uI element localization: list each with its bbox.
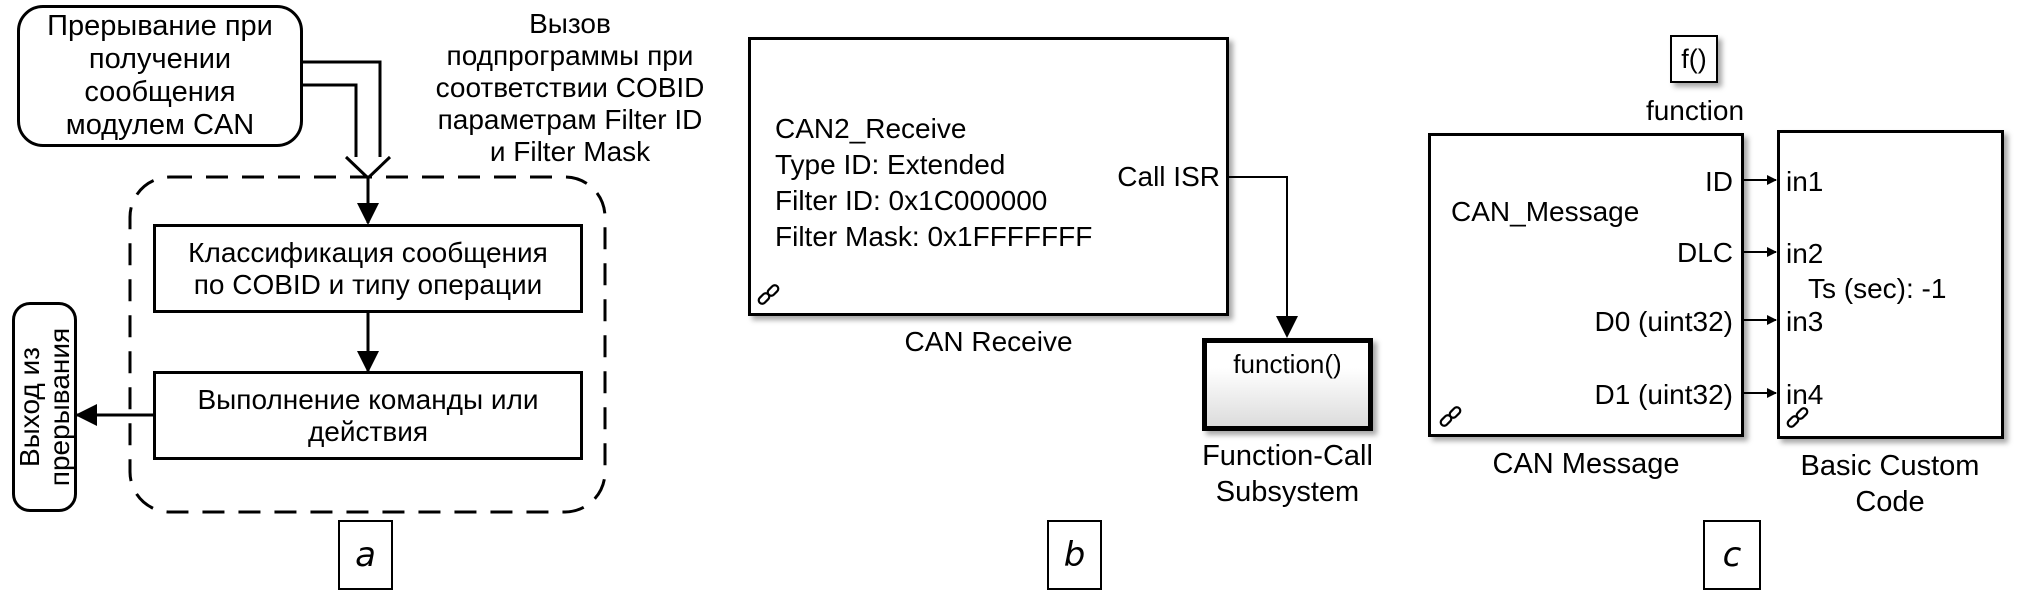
function-inner-text: f() xyxy=(1681,43,1707,74)
port-d0: D0 (uint32) xyxy=(1594,306,1733,337)
port-in1: in1 xyxy=(1786,166,1824,197)
block-text-name: CAN2_Receive xyxy=(775,113,967,144)
library-link-icon xyxy=(1439,406,1462,427)
can-receive-block[interactable]: CAN2_Receive Type ID: Extended Filter ID… xyxy=(748,37,1229,316)
function-call-subsystem-block[interactable]: function() xyxy=(1202,338,1373,431)
block-text-filter-id: Filter ID: 0x1C000000 xyxy=(775,185,1048,216)
call-note: Вызов подпрограммы при соответствии COBI… xyxy=(395,8,745,168)
basic-custom-code-block[interactable]: in1 in2 in3 in4 Ts (sec): -1 xyxy=(1777,130,2004,439)
panel-label-c: c xyxy=(1703,520,1761,590)
hollow-call-arrow xyxy=(302,60,392,181)
call-note-line-1: Вызов xyxy=(529,8,611,39)
port-id: ID xyxy=(1705,166,1733,197)
port-d1: D1 (uint32) xyxy=(1594,379,1733,410)
interrupt-handler-group xyxy=(128,175,607,514)
can-message-label: CAN Message xyxy=(1492,448,1680,480)
call-note-line-5: и Filter Mask xyxy=(489,136,651,167)
basic-custom-code-label: Basic Custom Code xyxy=(1760,448,2020,520)
can-receive-label: CAN Receive xyxy=(904,326,1073,357)
function-call-inner-text: function() xyxy=(1233,349,1342,379)
library-link-icon xyxy=(1786,407,1809,428)
classify-line-2: по COBID и типу операции xyxy=(193,268,543,300)
execute-line-1: Выполнение команды или xyxy=(197,383,539,415)
custom-code-label-line-1: Basic Custom xyxy=(1800,450,1980,482)
port-in3: in3 xyxy=(1786,306,1824,337)
call-note-line-4: параметрам Filter ID xyxy=(437,104,703,135)
sample-time-param: Ts (sec): -1 xyxy=(1808,273,1947,304)
interrupt-line-2: получении xyxy=(88,43,232,75)
port-dlc: DLC xyxy=(1676,237,1733,268)
call-note-line-3: соответствии COBID xyxy=(435,72,705,103)
port-in2: in2 xyxy=(1786,238,1824,269)
function-call-label-line-2: Subsystem xyxy=(1215,476,1360,508)
execute-line-2: действия xyxy=(307,415,429,447)
exit-line-2: прерывания xyxy=(43,327,75,487)
port-call-isr: Call ISR xyxy=(1117,161,1220,192)
interrupt-line-3: сообщения xyxy=(84,76,236,108)
panel-label-b: b xyxy=(1047,520,1102,590)
exit-box: Выход из прерывания xyxy=(12,302,77,512)
function-label: function xyxy=(1645,95,1745,126)
function-block[interactable]: f() xyxy=(1670,35,1718,83)
call-isr-signal xyxy=(1229,176,1298,338)
block-text-filter-mask: Filter Mask: 0x1FFFFFFF xyxy=(775,221,1093,252)
call-note-line-2: подпрограммы при xyxy=(446,40,694,71)
port-in4: in4 xyxy=(1786,379,1824,410)
block-text-type-id: Type ID: Extended xyxy=(775,149,1006,180)
custom-code-label-line-2: Code xyxy=(1855,486,1925,518)
exit-line-1: Выход из xyxy=(13,346,45,468)
classify-line-1: Классификация сообщения xyxy=(188,236,548,268)
function-call-label: Function-Call Subsystem xyxy=(1180,438,1395,510)
interrupt-line-4: модулем CAN xyxy=(65,109,255,141)
classify-box: Классификация сообщения по COBID и типу … xyxy=(153,224,583,313)
panel-label-a: a xyxy=(338,520,393,590)
function-call-label-line-1: Function-Call xyxy=(1202,440,1373,472)
can-message-block[interactable]: CAN_Message ID DLC D0 (uint32) D1 (uint3… xyxy=(1428,133,1744,437)
execute-box: Выполнение команды или действия xyxy=(153,371,583,460)
interrupt-line-1: Прерывание при xyxy=(47,10,273,42)
can-message-title: CAN_Message xyxy=(1451,196,1640,227)
interrupt-box: Прерывание при получении сообщения модул… xyxy=(17,5,303,147)
library-link-icon xyxy=(757,284,780,305)
